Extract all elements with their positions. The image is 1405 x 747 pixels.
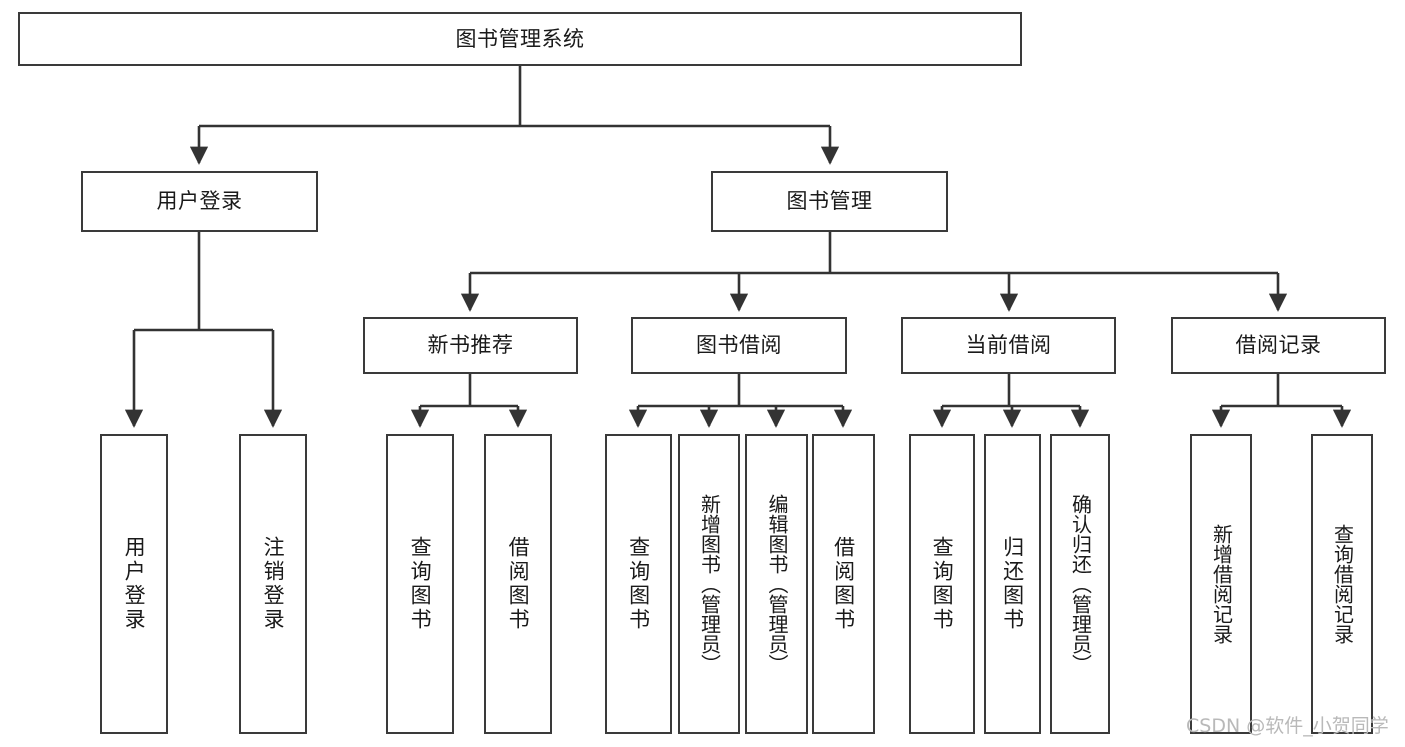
node-label: 注销登录 — [261, 536, 286, 632]
node-level3-0[interactable]: 新书推荐 — [363, 317, 578, 374]
node-root[interactable]: 图书管理系统 — [18, 12, 1022, 66]
node-label: 查询图书 — [930, 536, 955, 632]
node-leaf-8[interactable]: 查询图书 — [909, 434, 975, 734]
node-level3-3[interactable]: 借阅记录 — [1171, 317, 1386, 374]
node-leaf-1[interactable]: 注销登录 — [239, 434, 307, 734]
node-label: 查询图书 — [408, 536, 433, 632]
node-label: 用户登录 — [122, 536, 147, 632]
node-label: 编辑图书（管理员） — [765, 494, 789, 674]
node-label: 当前借阅 — [965, 333, 1052, 358]
node-level3-1[interactable]: 图书借阅 — [631, 317, 847, 374]
node-label: 用户登录 — [156, 189, 243, 214]
node-leaf-5[interactable]: 新增图书（管理员） — [678, 434, 740, 734]
node-label: 查询图书 — [626, 536, 651, 632]
node-leaf-11[interactable]: 新增借阅记录 — [1190, 434, 1252, 734]
node-label: 借阅记录 — [1235, 333, 1322, 358]
watermark: CSDN @软件_小贺同学 — [1186, 715, 1389, 737]
node-leaf-3[interactable]: 借阅图书 — [484, 434, 552, 734]
node-leaf-7[interactable]: 借阅图书 — [812, 434, 875, 734]
node-level3-2[interactable]: 当前借阅 — [901, 317, 1116, 374]
node-label: 新增图书（管理员） — [697, 494, 722, 674]
node-label: 查询借阅记录 — [1330, 524, 1355, 644]
node-label: 图书管理 — [786, 189, 873, 214]
node-label: 确认归还（管理员） — [1068, 494, 1093, 674]
node-leaf-9[interactable]: 归还图书 — [984, 434, 1041, 734]
node-level2-1[interactable]: 图书管理 — [711, 171, 948, 232]
node-leaf-10[interactable]: 确认归还（管理员） — [1050, 434, 1110, 734]
node-label: 归还图书 — [1000, 536, 1025, 632]
node-label: 借阅图书 — [831, 536, 856, 632]
node-leaf-6[interactable]: 编辑图书（管理员） — [745, 434, 808, 734]
node-level2-0[interactable]: 用户登录 — [81, 171, 318, 232]
node-label: 新书推荐 — [427, 333, 514, 358]
node-label: 新增借阅记录 — [1209, 524, 1234, 644]
node-leaf-0[interactable]: 用户登录 — [100, 434, 168, 734]
node-leaf-12[interactable]: 查询借阅记录 — [1311, 434, 1373, 734]
node-label: 图书借阅 — [696, 333, 782, 358]
node-label: 借阅图书 — [506, 536, 531, 632]
node-leaf-2[interactable]: 查询图书 — [386, 434, 454, 734]
node-label: 图书管理系统 — [455, 26, 585, 51]
node-leaf-4[interactable]: 查询图书 — [605, 434, 672, 734]
